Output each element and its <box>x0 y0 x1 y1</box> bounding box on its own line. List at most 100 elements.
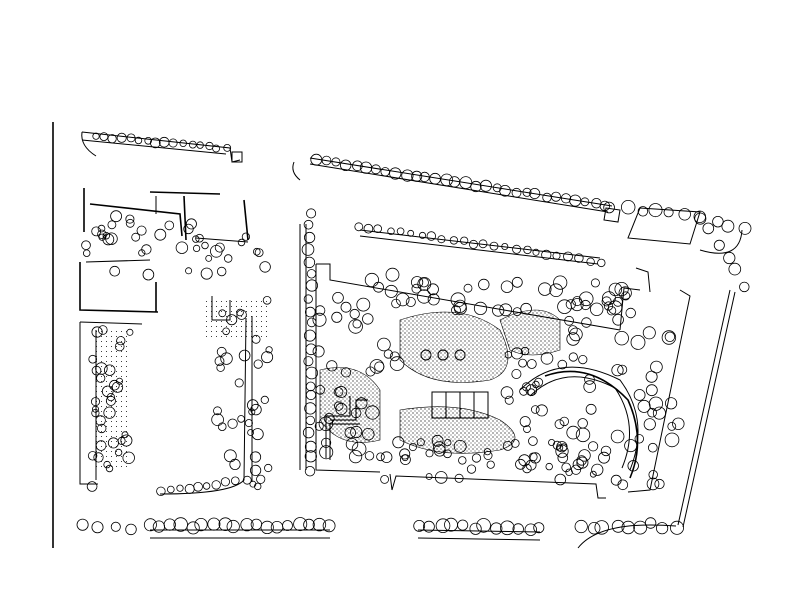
tree-symbol <box>312 517 327 532</box>
tree-symbol <box>138 249 146 257</box>
main-park-plot <box>312 263 691 499</box>
tree-symbol <box>184 483 195 494</box>
tree-symbol <box>260 395 269 404</box>
tree-symbol <box>315 384 326 395</box>
tree-symbol <box>332 291 344 304</box>
tree-symbol <box>453 301 467 315</box>
tree-symbol <box>633 520 648 535</box>
tree-symbol <box>321 155 332 166</box>
tree-symbol <box>584 374 595 385</box>
tree-symbol <box>352 319 362 329</box>
tree-symbol <box>522 463 532 474</box>
tree-symbol <box>460 236 469 245</box>
tree-symbol <box>512 244 522 254</box>
tree-symbol <box>520 302 532 315</box>
tree-symbol <box>453 439 467 453</box>
tree-symbol <box>663 207 674 218</box>
tree-symbol <box>364 451 375 461</box>
tree-symbol <box>76 518 89 531</box>
tree-symbol <box>739 281 750 293</box>
tree-symbol <box>469 522 482 535</box>
tree-symbol <box>305 366 319 380</box>
tree-symbol <box>305 279 318 292</box>
tree-symbol <box>425 449 434 458</box>
tree-symbol <box>664 397 678 410</box>
tree-symbol <box>226 519 240 534</box>
tree-symbol <box>565 468 573 476</box>
tree-symbol <box>241 232 250 241</box>
tree-symbol <box>126 328 134 336</box>
tree-symbol <box>369 359 385 374</box>
tree-symbol <box>253 359 263 369</box>
tree-symbol <box>392 436 405 449</box>
tree-symbol <box>214 242 225 253</box>
tree-symbol <box>370 164 381 175</box>
tree-symbol <box>306 269 317 279</box>
tree-symbol <box>98 325 108 335</box>
tree-symbol <box>179 139 187 147</box>
tree-symbol <box>542 192 552 203</box>
tree-symbol <box>645 384 658 397</box>
tree-symbol <box>664 432 680 448</box>
tree-symbol <box>560 193 572 204</box>
tree-symbol <box>384 284 398 298</box>
tree-symbol <box>303 231 316 244</box>
tree-symbol <box>580 197 590 207</box>
tree-symbol <box>183 223 194 235</box>
tree-symbol <box>254 248 264 258</box>
tree-symbol <box>621 520 635 535</box>
tree-symbol <box>331 311 343 323</box>
tree-symbol <box>87 451 98 461</box>
tree-symbol <box>103 460 111 469</box>
tree-symbol <box>548 438 556 446</box>
tree-symbol <box>501 242 509 250</box>
tree-symbol <box>163 518 176 531</box>
tree-symbol <box>489 241 499 251</box>
tree-symbol <box>193 481 203 492</box>
tree-symbol <box>383 349 393 359</box>
tree-symbol <box>173 517 188 532</box>
tree-symbol <box>418 231 426 239</box>
tree-symbol <box>229 458 241 470</box>
tree-symbol <box>529 452 541 464</box>
tree-symbol <box>527 388 536 397</box>
tree-symbol <box>568 352 578 362</box>
tree-symbol <box>585 403 597 415</box>
tree-symbol <box>207 517 221 531</box>
tree-symbol <box>103 406 116 419</box>
tree-symbol <box>557 452 569 464</box>
tree-symbol <box>444 438 452 447</box>
tree-symbol <box>554 419 565 430</box>
tree-symbol <box>647 407 657 418</box>
tree-symbol <box>576 455 587 466</box>
tree-symbol <box>154 228 167 241</box>
tree-symbol <box>519 416 531 428</box>
tree-symbol <box>304 306 316 318</box>
tree-symbol <box>499 185 511 197</box>
tree-symbol <box>664 331 676 343</box>
tree-symbol <box>431 434 444 447</box>
tree-symbol <box>468 239 478 249</box>
tree-symbol <box>176 484 184 492</box>
tree-symbol <box>352 160 363 172</box>
tree-symbol <box>470 180 482 193</box>
tree-symbol <box>365 366 376 377</box>
tree-symbol <box>693 210 707 224</box>
tree-symbol <box>97 229 107 240</box>
tree-symbol <box>568 325 578 335</box>
tree-symbol <box>335 385 348 398</box>
tree-symbol <box>81 240 91 251</box>
tree-symbol <box>650 360 663 374</box>
tree-symbol <box>122 451 135 465</box>
tree-symbol <box>500 280 514 293</box>
tree-symbol <box>457 519 469 531</box>
tree-symbol <box>262 295 272 305</box>
tree-symbol <box>211 413 224 427</box>
tree-symbol <box>633 389 646 401</box>
tree-symbol <box>116 132 127 143</box>
tree-symbol <box>479 179 492 192</box>
tree-symbol <box>218 517 233 531</box>
tree-symbol <box>678 208 691 221</box>
tree-symbol <box>223 254 233 263</box>
tree-symbol <box>105 395 116 406</box>
